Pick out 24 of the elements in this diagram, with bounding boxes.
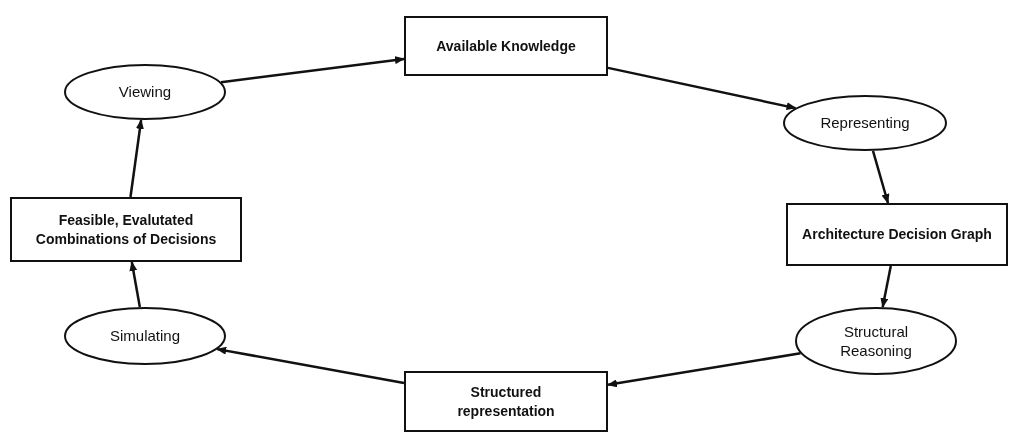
data-box xyxy=(404,16,608,76)
arrow xyxy=(129,119,144,198)
arrow xyxy=(880,265,892,309)
node-label: Structured representation xyxy=(456,383,556,420)
data-box xyxy=(786,203,1008,266)
process-ellipse xyxy=(64,64,226,120)
arrow xyxy=(607,352,801,388)
arrow xyxy=(129,261,142,308)
process-ellipse xyxy=(795,307,957,375)
arrow xyxy=(216,346,405,385)
node-label: Feasible, Evalutated Combinations of Decisions xyxy=(34,211,218,248)
node-label: Simulating xyxy=(109,326,180,346)
node-label: Architecture Decision Graph xyxy=(802,225,992,244)
data-box xyxy=(10,197,242,262)
arrow xyxy=(220,56,405,84)
process-ellipse xyxy=(783,95,947,151)
node-label: Viewing xyxy=(118,82,172,102)
arrow xyxy=(871,150,890,204)
node-label: Available Knowledge xyxy=(436,36,576,56)
data-box xyxy=(404,371,608,432)
arrow xyxy=(607,66,797,111)
node-label: Representing xyxy=(820,113,910,133)
node-label: Structural Reasoning xyxy=(839,321,913,361)
process-ellipse xyxy=(64,307,226,365)
